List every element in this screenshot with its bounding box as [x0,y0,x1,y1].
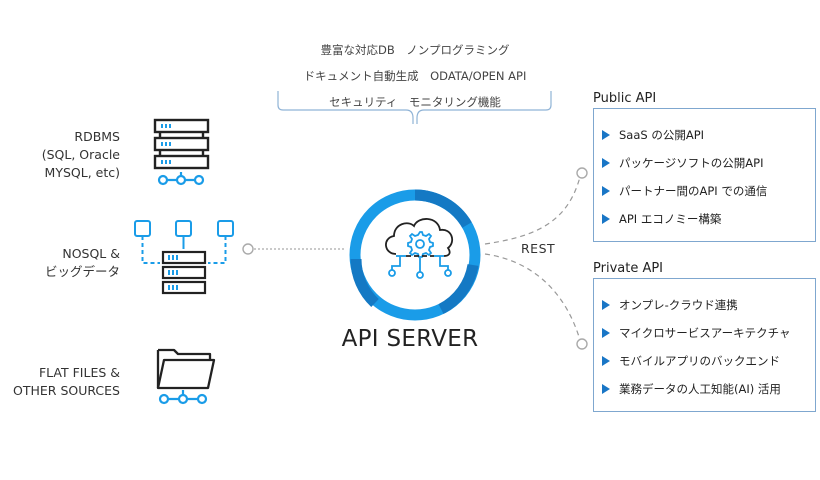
api-server-ring [349,189,481,321]
features-bracket [277,91,552,124]
source-label-nosql: NOSQL & ビッグデータ [45,245,120,281]
feature-line-3: セキュリティ モニタリング機能 [329,95,501,109]
source-label-rdbms: RDBMS (SQL, Oracle MYSQL, etc) [42,128,120,182]
public-api-node [576,167,588,179]
bullet-triangle-icon [602,186,610,196]
public-api-item: API エコノミー構築 [602,211,721,227]
rest-connectors [484,167,588,350]
private-api-item: マイクロサービスアーキテクチャ [602,325,790,341]
source-label-line: FLAT FILES & [38,365,120,380]
bullet-triangle-icon [602,158,610,168]
distributed-database-icon [134,220,234,295]
public-api-item: パートナー間のAPI での通信 [602,183,767,199]
public-api-title: Public API [593,91,657,106]
private-api-panel: オンプレ-クラウド連携 マイクロサービスアーキテクチャ モバイルアプリのバックエ… [593,278,816,412]
private-api-item: モバイルアプリのバックエンド [602,353,780,369]
private-api-node [576,338,588,350]
private-api-item: 業務データの人工知能(AI) 活用 [602,381,781,397]
source-label-line: MYSQL, etc) [44,165,120,180]
folder-icon [156,348,216,405]
server-rack-icon [153,118,210,186]
source-label-line: ビッグデータ [44,264,120,279]
public-api-item: SaaS の公開API [602,127,704,143]
cloud-gear-icon [385,218,454,279]
source-label-line: NOSQL & [62,246,120,261]
source-label-line: OTHER SOURCES [13,383,120,398]
source-connector [242,243,346,255]
private-api-title: Private API [593,261,664,276]
feature-line-1: 豊富な対応DB ノンプログラミング [320,43,510,57]
source-label-line: (SQL, Oracle [41,147,120,162]
bullet-triangle-icon [602,356,610,366]
api-server-label: API SERVER [341,326,479,352]
private-api-item: オンプレ-クラウド連携 [602,297,738,313]
source-label-flat-files: FLAT FILES & OTHER SOURCES [13,364,120,400]
bullet-triangle-icon [602,130,610,140]
feature-line-2: ドキュメント自動生成 ODATA/OPEN API [303,69,527,83]
public-api-item: パッケージソフトの公開API [602,155,763,171]
bullet-triangle-icon [602,214,610,224]
source-label-line: RDBMS [74,129,120,144]
rest-label: REST [521,241,556,256]
bullet-triangle-icon [602,328,610,338]
bullet-triangle-icon [602,384,610,394]
bullet-triangle-icon [602,300,610,310]
public-api-panel: SaaS の公開API パッケージソフトの公開API パートナー間のAPI での… [593,108,816,242]
